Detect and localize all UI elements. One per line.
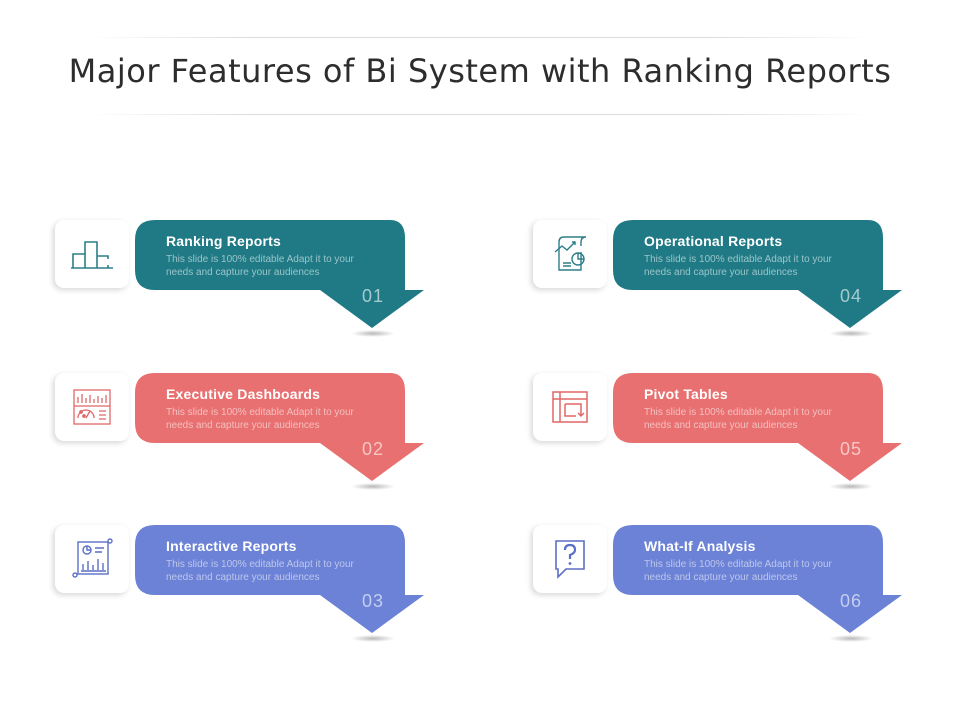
arrow-shape (135, 220, 424, 328)
feature-title: Operational Reports (644, 233, 783, 249)
podium-icon (71, 241, 113, 269)
feature-icon-box (533, 220, 607, 288)
arrow-shape (613, 373, 902, 481)
feature-number: 01 (362, 286, 385, 306)
arrow-shape (613, 220, 902, 328)
feature-number: 03 (362, 591, 385, 611)
feature-description: This slide is 100% editable Adapt it to … (166, 407, 354, 431)
question-bubble-icon (555, 540, 585, 579)
arrow-shape (613, 525, 902, 633)
arrow-shadow (351, 330, 395, 337)
feature-description: This slide is 100% editable Adapt it to … (644, 254, 832, 278)
feature-description: This slide is 100% editable Adapt it to … (166, 559, 354, 583)
title-rule-bottom (90, 114, 870, 115)
feature-title: Ranking Reports (166, 233, 282, 249)
feature-title: Executive Dashboards (166, 386, 321, 402)
feature-card-01: Ranking Reports This slide is 100% edita… (55, 220, 435, 350)
feature-title: Pivot Tables (644, 386, 728, 402)
feature-title: What-If Analysis (644, 538, 756, 554)
report-chart-icon (72, 538, 113, 578)
feature-card-03: Interactive Reports This slide is 100% e… (55, 525, 435, 655)
feature-number: 04 (840, 286, 863, 306)
feature-description: This slide is 100% editable Adapt it to … (644, 407, 832, 431)
arrow-shadow (351, 483, 395, 490)
feature-icon-box (55, 373, 129, 441)
arrow-shadow (829, 483, 873, 490)
arrow-shadow (829, 635, 873, 642)
dashboard-icon (73, 389, 111, 425)
feature-number: 06 (840, 591, 863, 611)
feature-icon-box (533, 373, 607, 441)
page-title: Major Features of Bi System with Ranking… (68, 52, 892, 90)
arrow-shape (135, 373, 424, 481)
feature-card-05: Pivot Tables This slide is 100% editable… (533, 373, 913, 503)
feature-description: This slide is 100% editable Adapt it to … (166, 254, 354, 278)
arrow-shape (135, 525, 424, 633)
feature-number: 02 (362, 439, 385, 459)
feature-icon-box (55, 525, 129, 593)
feature-card-04: Operational Reports This slide is 100% e… (533, 220, 913, 350)
feature-card-06: What-If Analysis This slide is 100% edit… (533, 525, 913, 655)
title-rule-top (90, 37, 870, 38)
pivot-table-icon (552, 391, 588, 423)
feature-icon-box (533, 525, 607, 593)
feature-card-02: Executive Dashboards This slide is 100% … (55, 373, 435, 503)
feature-icon-box (55, 220, 129, 288)
feature-title: Interactive Reports (166, 538, 297, 554)
feature-number: 05 (840, 439, 863, 459)
arrow-shadow (351, 635, 395, 642)
document-chart-icon (554, 236, 587, 271)
feature-description: This slide is 100% editable Adapt it to … (644, 559, 832, 583)
arrow-shadow (829, 330, 873, 337)
